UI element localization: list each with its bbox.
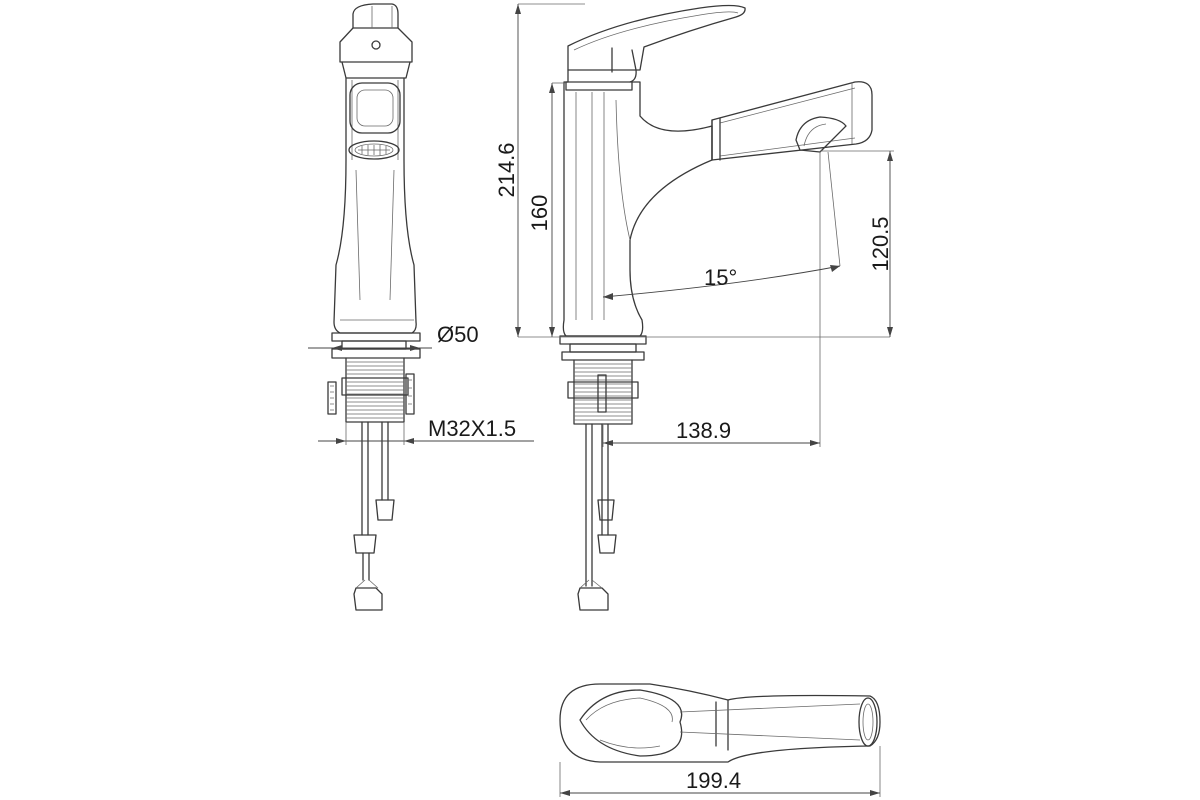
thread-label: M32X1.5 [428, 416, 516, 441]
spout-reach-label: 138.9 [676, 418, 731, 443]
spout-angle-label: 15° [704, 265, 737, 290]
top-view [559, 683, 881, 763]
side-view [559, 4, 873, 611]
total-height-label: 214.6 [494, 142, 519, 197]
total-length-label: 199.4 [686, 768, 741, 793]
front-view [327, 3, 421, 611]
dimensions [308, 3, 894, 797]
body-height-label: 160 [527, 195, 552, 232]
base-diameter-label: Ø50 [437, 322, 479, 347]
spout-height-label: 120.5 [868, 216, 893, 271]
